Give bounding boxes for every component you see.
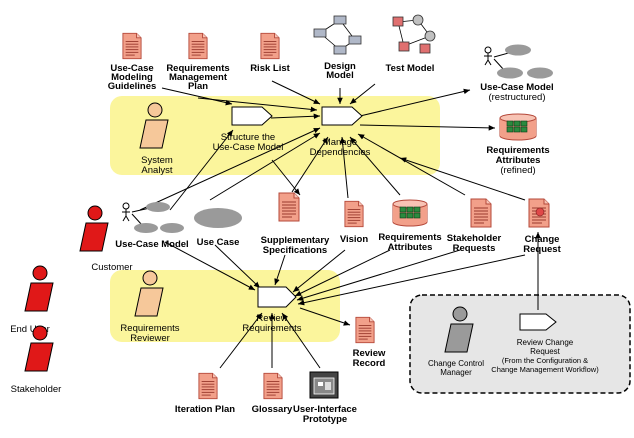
design-model: Design Model <box>313 15 362 81</box>
requirements-management-plan: Requirements Management Plan <box>166 32 230 92</box>
svg-text:Modeling: Modeling <box>111 72 153 83</box>
iteration-plan: Iteration Plan <box>175 372 235 415</box>
svg-text:Model: Model <box>326 70 353 81</box>
svg-text:Analyst: Analyst <box>141 165 173 176</box>
svg-text:Requests: Requests <box>453 243 496 254</box>
svg-text:Test Model: Test Model <box>386 63 435 74</box>
requirements-attributes: Requirements Attributes <box>378 199 442 253</box>
use-case-model-restructured: Use-Case Model (restructured) <box>480 44 554 103</box>
svg-text:Use-Case Model: Use-Case Model <box>115 239 188 250</box>
svg-text:Use Case: Use Case <box>197 237 240 248</box>
activity-review-change-request[interactable]: Review Change Request (From the Configur… <box>491 313 599 374</box>
svg-text:Vision: Vision <box>340 234 369 245</box>
glossary: Glossary <box>252 372 293 415</box>
use-case-model: Use-Case Model <box>115 202 189 250</box>
edges <box>139 80 541 369</box>
svg-text:Use-Case Model: Use-Case Model <box>480 82 553 93</box>
svg-text:(refined): (refined) <box>500 165 535 176</box>
svg-text:Requirements: Requirements <box>242 323 301 334</box>
svg-text:Guidelines: Guidelines <box>108 81 157 92</box>
svg-text:Plan: Plan <box>188 81 208 92</box>
svg-text:System: System <box>141 155 173 166</box>
svg-text:Stakeholder: Stakeholder <box>447 233 502 244</box>
svg-text:Customer: Customer <box>91 262 132 273</box>
worker-end-user: End User <box>10 265 54 335</box>
supplementary-specifications: Supplementary Specifications <box>261 192 330 256</box>
requirements-attributes-refined: Requirements Attributes (refined) <box>486 113 550 176</box>
svg-text:Review Change: Review Change <box>517 338 574 347</box>
svg-text:Manage: Manage <box>323 137 357 148</box>
worker-system-analyst: System Analyst <box>139 102 173 176</box>
worker-stakeholder: Stakeholder <box>11 325 62 395</box>
svg-text:Prototype: Prototype <box>303 414 347 425</box>
svg-text:Attributes: Attributes <box>496 155 541 166</box>
activity-structure-use-case-model[interactable]: Structure the Use-Case Model <box>213 106 284 153</box>
svg-text:Management: Management <box>169 72 228 83</box>
svg-text:Supplementary: Supplementary <box>261 235 330 246</box>
activity-review-requirements[interactable]: Review Requirements <box>242 286 302 334</box>
svg-text:Specifications: Specifications <box>263 245 327 256</box>
svg-text:Review: Review <box>256 313 287 324</box>
svg-text:End User: End User <box>10 324 50 335</box>
svg-text:(restructured): (restructured) <box>488 92 545 103</box>
svg-text:Change Control: Change Control <box>428 359 484 368</box>
svg-text:Dependencies: Dependencies <box>310 147 371 158</box>
worker-customer: Customer <box>79 205 133 273</box>
use-case: Use Case <box>194 208 242 248</box>
svg-text:Requirements: Requirements <box>166 63 229 74</box>
svg-text:Use-Case: Use-Case <box>110 63 153 74</box>
svg-text:Record: Record <box>353 358 386 369</box>
stakeholder-requests: Stakeholder Requests <box>447 198 502 254</box>
svg-text:Stakeholder: Stakeholder <box>11 384 62 395</box>
svg-text:Change Management Workflow): Change Management Workflow) <box>491 365 599 374</box>
svg-text:(From the Configuration &: (From the Configuration & <box>502 356 588 365</box>
svg-text:Design: Design <box>324 61 356 72</box>
svg-text:Requirements: Requirements <box>378 232 441 243</box>
svg-text:Reviewer: Reviewer <box>130 333 170 344</box>
svg-text:Use-Case Model: Use-Case Model <box>213 142 284 153</box>
test-model: Test Model <box>386 14 436 74</box>
review-record: Review Record <box>353 316 386 369</box>
svg-text:Glossary: Glossary <box>252 404 293 415</box>
risk-list: Risk List <box>250 32 291 74</box>
worker-requirements-reviewer: Requirements Reviewer <box>120 270 180 344</box>
use-case-modeling-guidelines: Use-Case Modeling Guidelines <box>108 32 157 92</box>
svg-text:Review: Review <box>353 348 386 359</box>
change-request: Change Request <box>523 198 562 255</box>
worker-change-control-manager: Change Control Manager <box>428 306 484 377</box>
svg-text:Requirements: Requirements <box>120 323 179 334</box>
svg-text:Request: Request <box>530 347 561 356</box>
user-interface-prototype: User-Interface Prototype <box>293 371 357 425</box>
svg-text:Change: Change <box>525 234 560 245</box>
svg-text:Request: Request <box>523 244 561 255</box>
svg-text:Structure the: Structure the <box>221 132 275 143</box>
svg-text:Manager: Manager <box>440 368 472 377</box>
svg-text:User-Interface: User-Interface <box>293 404 357 415</box>
svg-text:Iteration Plan: Iteration Plan <box>175 404 235 415</box>
svg-text:Attributes: Attributes <box>388 242 433 253</box>
svg-text:Risk List: Risk List <box>250 63 290 74</box>
activity-manage-dependencies[interactable]: Manage Dependencies <box>310 106 371 158</box>
vision: Vision <box>340 200 369 245</box>
svg-text:Requirements: Requirements <box>486 145 549 156</box>
